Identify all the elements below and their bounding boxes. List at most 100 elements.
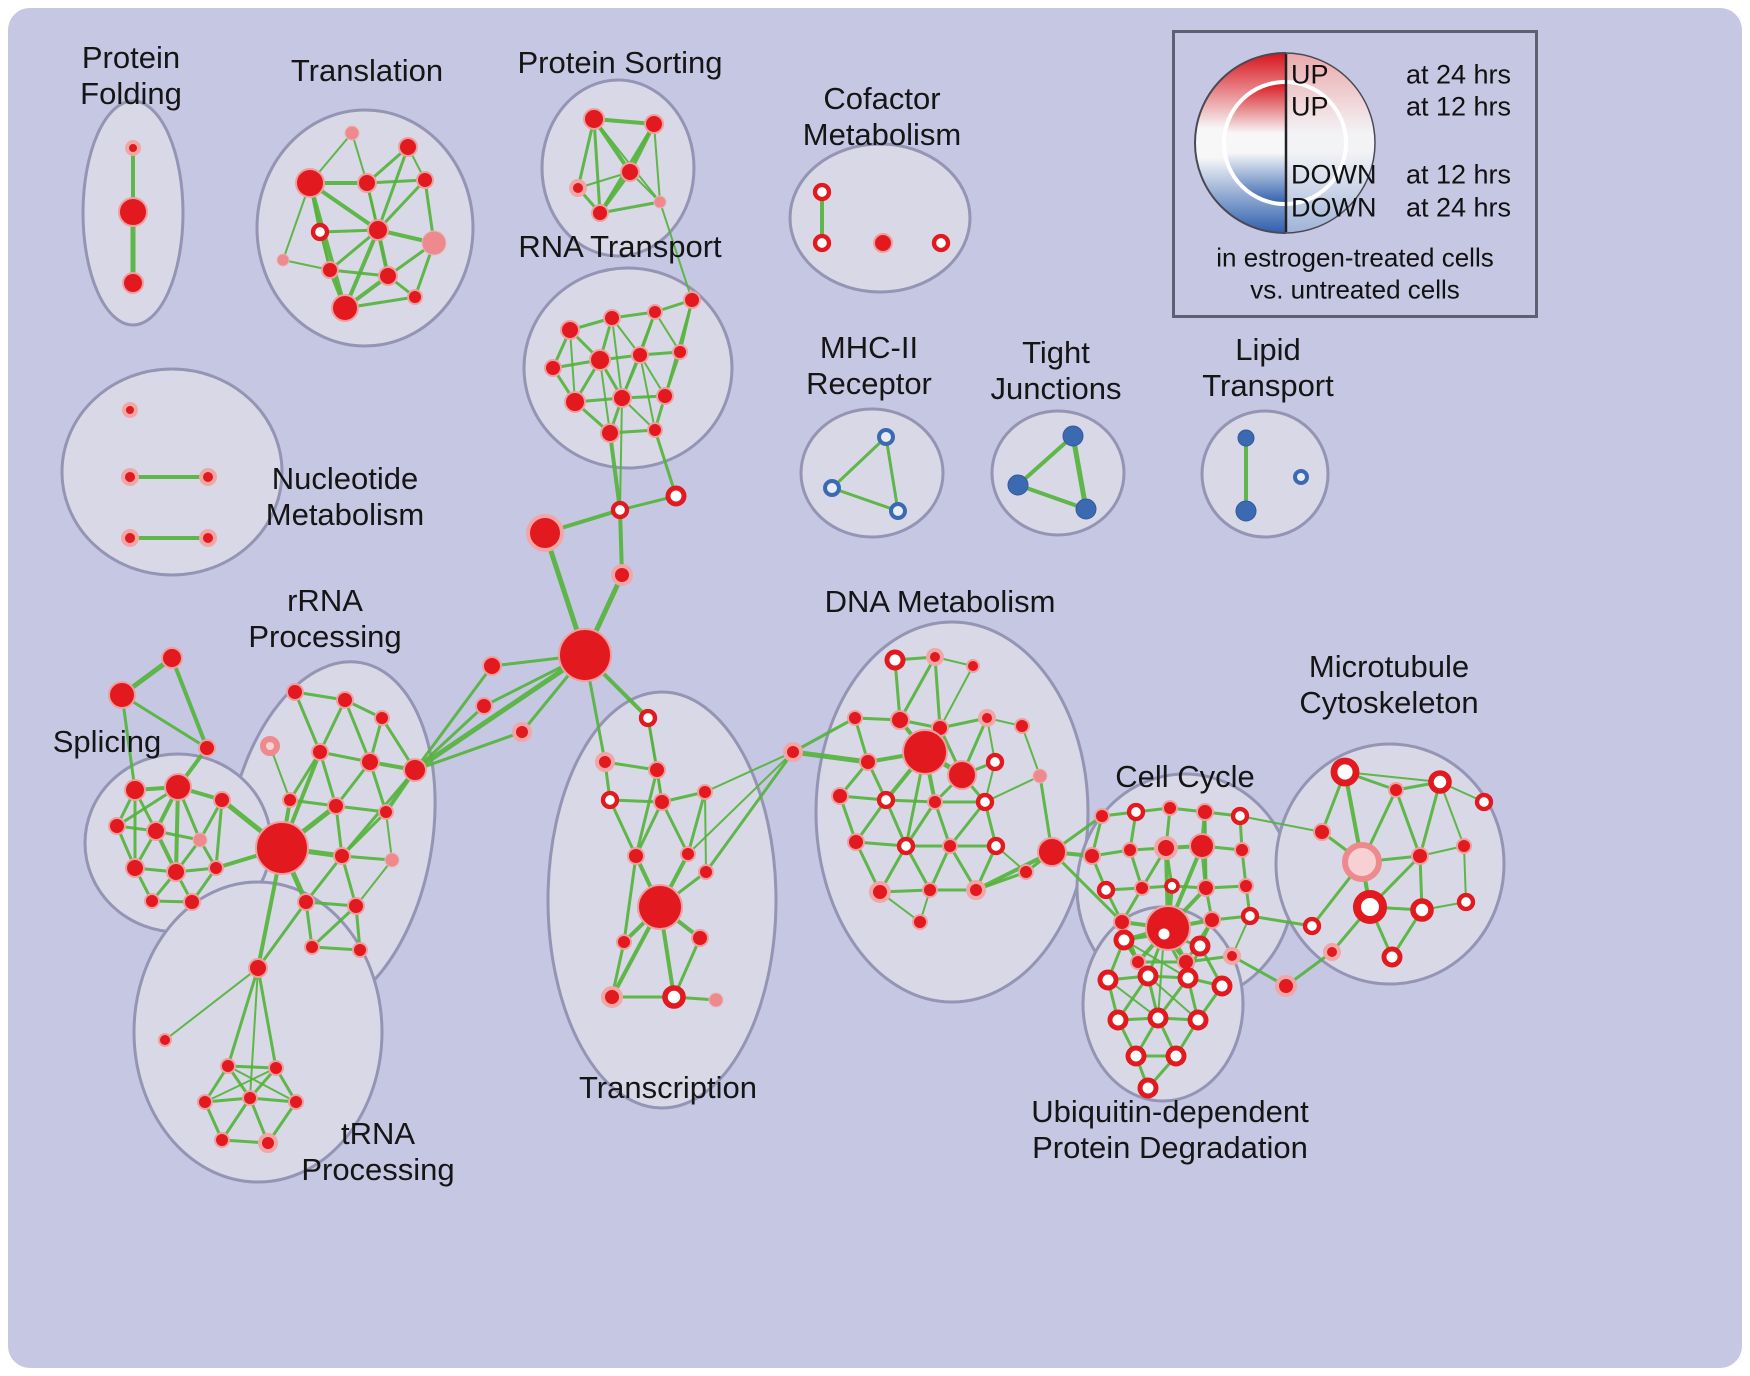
gene-node-red bbox=[616, 934, 632, 950]
gene-node-red bbox=[1037, 837, 1067, 867]
gene-node-pinkring bbox=[1342, 842, 1382, 882]
gene-node-red bbox=[286, 683, 304, 701]
gene-node-ring bbox=[975, 792, 995, 812]
cluster-ellipse-dna-metabolism bbox=[814, 620, 1090, 1004]
gene-node-red bbox=[612, 388, 632, 408]
gene-node-halo bbox=[601, 986, 623, 1008]
gene-node-red bbox=[683, 291, 701, 309]
interaction-edge bbox=[1463, 845, 1467, 903]
gene-node-red bbox=[1134, 880, 1150, 896]
gene-node-red bbox=[591, 204, 609, 222]
gene-node-red bbox=[321, 261, 339, 279]
gene-node-ring bbox=[1230, 806, 1250, 826]
gene-node-red bbox=[1196, 803, 1214, 821]
gene-node-red bbox=[697, 784, 713, 800]
cross-cluster-edge bbox=[619, 397, 623, 511]
gene-node-red bbox=[912, 914, 928, 930]
gene-node-ring bbox=[876, 790, 896, 810]
gene-node-blue bbox=[1007, 474, 1029, 496]
gene-node-halo bbox=[125, 140, 141, 156]
gene-node-red bbox=[902, 729, 948, 775]
interaction-edge bbox=[304, 854, 344, 904]
legend-row-up-24: UP at 24 hrs bbox=[1291, 60, 1511, 91]
gene-node-red bbox=[183, 893, 201, 911]
gene-node-ring bbox=[1189, 935, 1211, 957]
gene-node-red bbox=[242, 1090, 258, 1106]
gene-node-red bbox=[403, 758, 427, 782]
legend-up24-time: at 24 hrs bbox=[1405, 59, 1511, 90]
legend-row-down-24: DOWN at 24 hrs bbox=[1291, 193, 1511, 224]
interaction-edge bbox=[343, 228, 380, 310]
interaction-edge bbox=[1016, 483, 1088, 511]
interaction-edge bbox=[569, 329, 576, 403]
cluster-ellipse-trna-processing bbox=[132, 880, 384, 1184]
interaction-edge bbox=[608, 798, 638, 858]
gene-node-red bbox=[214, 1132, 230, 1148]
gene-node-halo bbox=[121, 529, 139, 547]
gene-node-red bbox=[631, 346, 649, 364]
gene-node-red bbox=[378, 266, 398, 286]
legend-down24-dir: DOWN bbox=[1291, 192, 1377, 223]
gene-node-red bbox=[295, 168, 325, 198]
legend-down12-dir: DOWN bbox=[1291, 159, 1377, 190]
gene-node-red bbox=[947, 760, 977, 790]
gene-node-halo bbox=[122, 402, 138, 418]
gene-node-red bbox=[378, 804, 394, 820]
gene-node-halo bbox=[966, 880, 986, 900]
cluster-label-splicing: Splicing bbox=[53, 724, 162, 759]
gene-node-ring bbox=[1113, 929, 1135, 951]
interaction-edge bbox=[220, 1096, 252, 1142]
interaction-edge bbox=[647, 717, 663, 803]
interaction-edge bbox=[1418, 780, 1442, 858]
gene-node-red bbox=[118, 197, 148, 227]
interaction-edge bbox=[933, 655, 942, 730]
interaction-edge bbox=[227, 1065, 297, 1103]
cluster-label-rna-transport: RNA Transport bbox=[518, 229, 722, 264]
gene-node-red bbox=[108, 817, 126, 835]
interaction-edge bbox=[898, 655, 937, 722]
gene-node-ring bbox=[812, 233, 832, 253]
interaction-edge bbox=[120, 693, 137, 792]
gene-node-red bbox=[564, 391, 586, 413]
gene-node-red bbox=[656, 387, 674, 405]
gene-node-ring bbox=[884, 649, 906, 671]
gene-node-red bbox=[1162, 800, 1178, 816]
cross-cluster-edge bbox=[1050, 850, 1124, 924]
interaction-edge bbox=[170, 656, 209, 750]
interaction-edge bbox=[830, 435, 888, 490]
gene-node-pink bbox=[1032, 768, 1048, 784]
gene-node-red bbox=[1177, 953, 1195, 971]
gene-node-red bbox=[268, 1060, 284, 1076]
gene-node-ring bbox=[1137, 965, 1159, 987]
interaction-edge bbox=[318, 698, 347, 754]
gene-node-red bbox=[108, 681, 136, 709]
gene-node-red bbox=[1456, 838, 1472, 854]
interaction-edge bbox=[120, 693, 209, 750]
cross-cluster-edge bbox=[687, 751, 794, 855]
gene-node-red bbox=[482, 656, 502, 676]
cross-cluster-edge bbox=[659, 201, 693, 301]
cross-cluster-edge bbox=[704, 750, 795, 874]
gene-node-red bbox=[475, 697, 493, 715]
nodes-layer bbox=[108, 108, 1494, 1153]
gene-node-ring bbox=[1097, 969, 1119, 991]
legend-caption-line1: in estrogen-treated cells bbox=[1216, 242, 1494, 273]
interaction-edge bbox=[343, 698, 372, 764]
interaction-edge bbox=[310, 945, 362, 952]
gene-node-ring bbox=[1474, 792, 1494, 812]
interaction-edge bbox=[593, 118, 661, 203]
gene-node-red bbox=[647, 304, 663, 320]
gene-node-halo bbox=[199, 529, 217, 547]
cluster-ellipse-tight-junctions bbox=[990, 409, 1126, 537]
gene-node-red bbox=[1113, 913, 1131, 931]
gene-node-red bbox=[1083, 847, 1101, 865]
gene-node-red bbox=[398, 137, 418, 157]
gene-node-red bbox=[311, 743, 329, 761]
gene-node-red bbox=[367, 219, 389, 241]
gene-node-halo bbox=[783, 742, 803, 762]
